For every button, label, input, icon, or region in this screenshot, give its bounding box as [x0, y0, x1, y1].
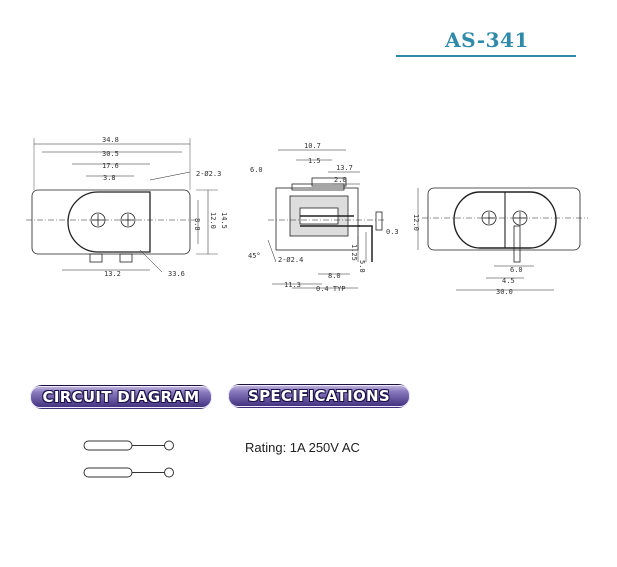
circuit-diagram-label: CIRCUIT DIAGRAM [30, 386, 212, 408]
circuit-diagram [83, 440, 174, 478]
dim-label: 6.0 [510, 266, 523, 274]
title-underline [396, 55, 576, 57]
terminal-circle-2 [164, 467, 174, 478]
model-title: AS-341 [445, 28, 529, 52]
rating-text: Rating: 1A 250V AC [245, 440, 360, 455]
rear-view-dims: 12.0 6.0 4.5 30.0 [412, 214, 523, 296]
dim-label: 45° [248, 252, 261, 260]
dim-label: 13.7 [336, 164, 353, 172]
dim-label: 8.0 [328, 272, 341, 280]
dim-label: 3.8 [103, 174, 116, 182]
front-view [26, 138, 218, 273]
dim-label: 17.6 [102, 162, 119, 170]
circuit-diagram-header: CIRCUIT DIAGRAM [30, 385, 212, 409]
rear-view [417, 187, 588, 291]
dim-label: 11.3 [284, 281, 301, 289]
dim-label: 2.0 [334, 176, 347, 184]
side-view-dims: 10.7 1.5 13.7 2.0 6.0 1.25 45° 2-Ø2.4 0.… [248, 142, 399, 293]
dim-label: 10.7 [304, 142, 321, 150]
dim-label: 2-Ø2.3 [196, 170, 221, 178]
dim-label: 12.0 [209, 212, 217, 229]
dim-label: 14.5 [220, 212, 228, 229]
dim-label: 8.8 [193, 218, 201, 231]
specifications-label: SPECIFICATIONS [228, 385, 410, 407]
dim-label: 0.3 [386, 228, 399, 236]
side-view [267, 149, 384, 289]
dim-label: 2-Ø2.4 [278, 256, 303, 264]
dim-label: 0.4 TYP [316, 285, 346, 293]
dim-label: 13.2 [104, 270, 121, 278]
dim-label: 6.0 [250, 166, 263, 174]
dim-label: 30.5 [102, 150, 119, 158]
dim-label: 33.6 [168, 270, 185, 278]
contact-symbol-2 [83, 467, 133, 478]
dim-label: 1.25 [350, 244, 358, 261]
dim-label: 1.5 [308, 157, 321, 165]
contact-symbol-1 [83, 440, 133, 451]
dim-label: 4.5 [502, 277, 515, 285]
specifications-header: SPECIFICATIONS [228, 384, 410, 408]
dim-label: 30.0 [496, 288, 513, 296]
terminal-circle-1 [164, 440, 174, 451]
dim-label: 34.8 [102, 136, 119, 144]
dim-label: 12.0 [412, 214, 420, 231]
front-view-dims: 34.8 30.5 17.6 3.8 2-Ø2.3 8.8 12.0 14.5 … [102, 136, 228, 278]
dim-label: 5.0 [358, 260, 366, 273]
